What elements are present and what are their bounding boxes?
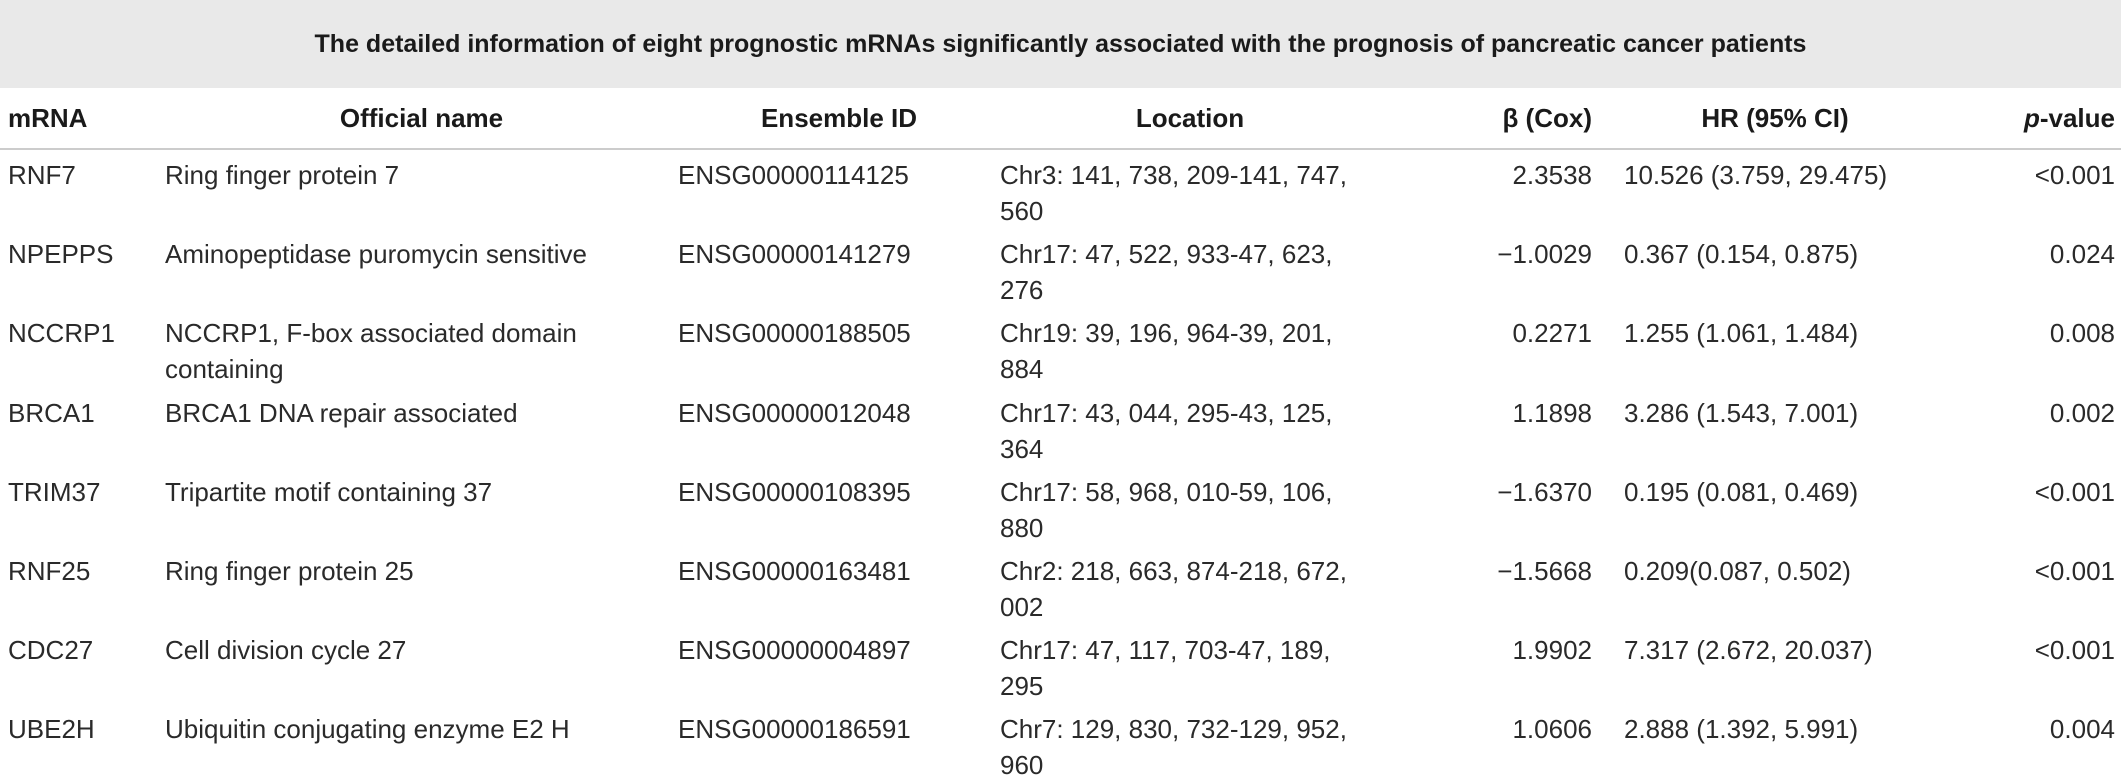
- cell-location: Chr17: 47, 117, 703-47, 189, 295: [1000, 635, 1331, 701]
- cell-official-name: Cell division cycle 27: [165, 635, 407, 665]
- cell-beta: −1.5668: [1497, 556, 1592, 586]
- header-official-name: Official name: [165, 88, 678, 150]
- cell-mrna: NPEPPS: [8, 239, 114, 269]
- cell-location: Chr7: 129, 830, 732-129, 952, 960: [1000, 714, 1347, 780]
- cell-hr: 3.286 (1.543, 7.001): [1624, 398, 1859, 428]
- cell-p-value: <0.001: [2034, 477, 2115, 507]
- table-row: RNF7 Ring finger protein 7 ENSG000001141…: [0, 149, 2121, 229]
- cell-official-name: Ubiquitin conjugating enzyme E2 H: [165, 714, 570, 744]
- cell-official-name: NCCRP1, F-box associated domain containi…: [165, 318, 577, 384]
- data-table: mRNA Official name Ensemble ID Location …: [0, 88, 2121, 783]
- cell-beta: 2.3538: [1512, 160, 1592, 190]
- table-caption: The detailed information of eight progno…: [0, 0, 2121, 88]
- cell-hr: 1.255 (1.061, 1.484): [1624, 318, 1859, 348]
- cell-ensemble-id: ENSG00000004897: [678, 635, 911, 665]
- cell-ensemble-id: ENSG00000114125: [678, 160, 909, 190]
- header-row: mRNA Official name Ensemble ID Location …: [0, 88, 2121, 150]
- cell-hr: 7.317 (2.672, 20.037): [1624, 635, 1873, 665]
- cell-mrna: RNF25: [8, 556, 91, 586]
- cell-hr: 0.209(0.087, 0.502): [1624, 556, 1851, 586]
- cell-location: Chr17: 47, 522, 933-47, 623, 276: [1000, 239, 1333, 305]
- cell-ensemble-id: ENSG00000186591: [678, 714, 911, 744]
- cell-beta: 1.0606: [1512, 714, 1592, 744]
- cell-hr: 0.195 (0.081, 0.469): [1624, 477, 1859, 507]
- cell-mrna: UBE2H: [8, 714, 95, 744]
- cell-ensemble-id: ENSG00000188505: [678, 318, 911, 348]
- cell-ensemble-id: ENSG00000108395: [678, 477, 911, 507]
- cell-official-name: BRCA1 DNA repair associated: [165, 398, 518, 428]
- header-p-italic: p: [2023, 102, 2040, 133]
- table-row: NPEPPS Aminopeptidase puromycin sensitiv…: [0, 229, 2121, 308]
- table-row: CDC27 Cell division cycle 27 ENSG0000000…: [0, 625, 2121, 704]
- cell-beta: 1.9902: [1512, 635, 1592, 665]
- cell-location: Chr2: 218, 663, 874-218, 672, 002: [1000, 556, 1347, 622]
- cell-location: Chr19: 39, 196, 964-39, 201, 884: [1000, 318, 1333, 384]
- table-row: NCCRP1 NCCRP1, F-box associated domain c…: [0, 308, 2121, 388]
- table-row: BRCA1 BRCA1 DNA repair associated ENSG00…: [0, 388, 2121, 467]
- cell-p-value: 0.002: [2049, 398, 2115, 428]
- cell-ensemble-id: ENSG00000163481: [678, 556, 911, 586]
- cell-mrna: BRCA1: [8, 398, 95, 428]
- cell-beta: 0.2271: [1512, 318, 1592, 348]
- cell-p-value: <0.001: [2034, 556, 2115, 586]
- cell-location: Chr17: 43, 044, 295-43, 125, 364: [1000, 398, 1333, 464]
- table-row: TRIM37 Tripartite motif containing 37 EN…: [0, 467, 2121, 546]
- cell-mrna: CDC27: [8, 635, 94, 665]
- cell-location: Chr3: 141, 738, 209-141, 747, 560: [1000, 160, 1347, 226]
- cell-p-value: <0.001: [2034, 635, 2115, 665]
- header-p-value: p-value: [1940, 88, 2121, 150]
- cell-ensemble-id: ENSG00000141279: [678, 239, 911, 269]
- cell-official-name: Tripartite motif containing 37: [165, 477, 493, 507]
- cell-p-value: 0.024: [2049, 239, 2115, 269]
- table-row: RNF25 Ring finger protein 25 ENSG0000016…: [0, 546, 2121, 625]
- cell-official-name: Ring finger protein 25: [165, 556, 414, 586]
- cell-mrna: RNF7: [8, 160, 76, 190]
- cell-hr: 2.888 (1.392, 5.991): [1624, 714, 1859, 744]
- cell-official-name: Ring finger protein 7: [165, 160, 400, 190]
- header-p-rest: -value: [2039, 102, 2115, 133]
- cell-location: Chr17: 58, 968, 010-59, 106, 880: [1000, 477, 1333, 543]
- cell-beta: −1.0029: [1497, 239, 1592, 269]
- header-hr: HR (95% CI): [1610, 88, 1940, 150]
- header-ensemble-id: Ensemble ID: [678, 88, 1000, 150]
- cell-p-value: 0.004: [2049, 714, 2115, 744]
- cell-mrna: NCCRP1: [8, 318, 115, 348]
- cell-mrna: TRIM37: [8, 477, 101, 507]
- cell-p-value: <0.001: [2034, 160, 2115, 190]
- cell-beta: −1.6370: [1497, 477, 1592, 507]
- cell-beta: 1.1898: [1512, 398, 1592, 428]
- header-location: Location: [1000, 88, 1380, 150]
- cell-hr: 10.526 (3.759, 29.475): [1624, 160, 1888, 190]
- cell-official-name: Aminopeptidase puromycin sensitive: [165, 239, 587, 269]
- header-beta: β (Cox): [1380, 88, 1610, 150]
- cell-p-value: 0.008: [2049, 318, 2115, 348]
- header-mrna: mRNA: [0, 88, 165, 150]
- table-row: UBE2H Ubiquitin conjugating enzyme E2 H …: [0, 704, 2121, 783]
- cell-hr: 0.367 (0.154, 0.875): [1624, 239, 1859, 269]
- cell-ensemble-id: ENSG00000012048: [678, 398, 911, 428]
